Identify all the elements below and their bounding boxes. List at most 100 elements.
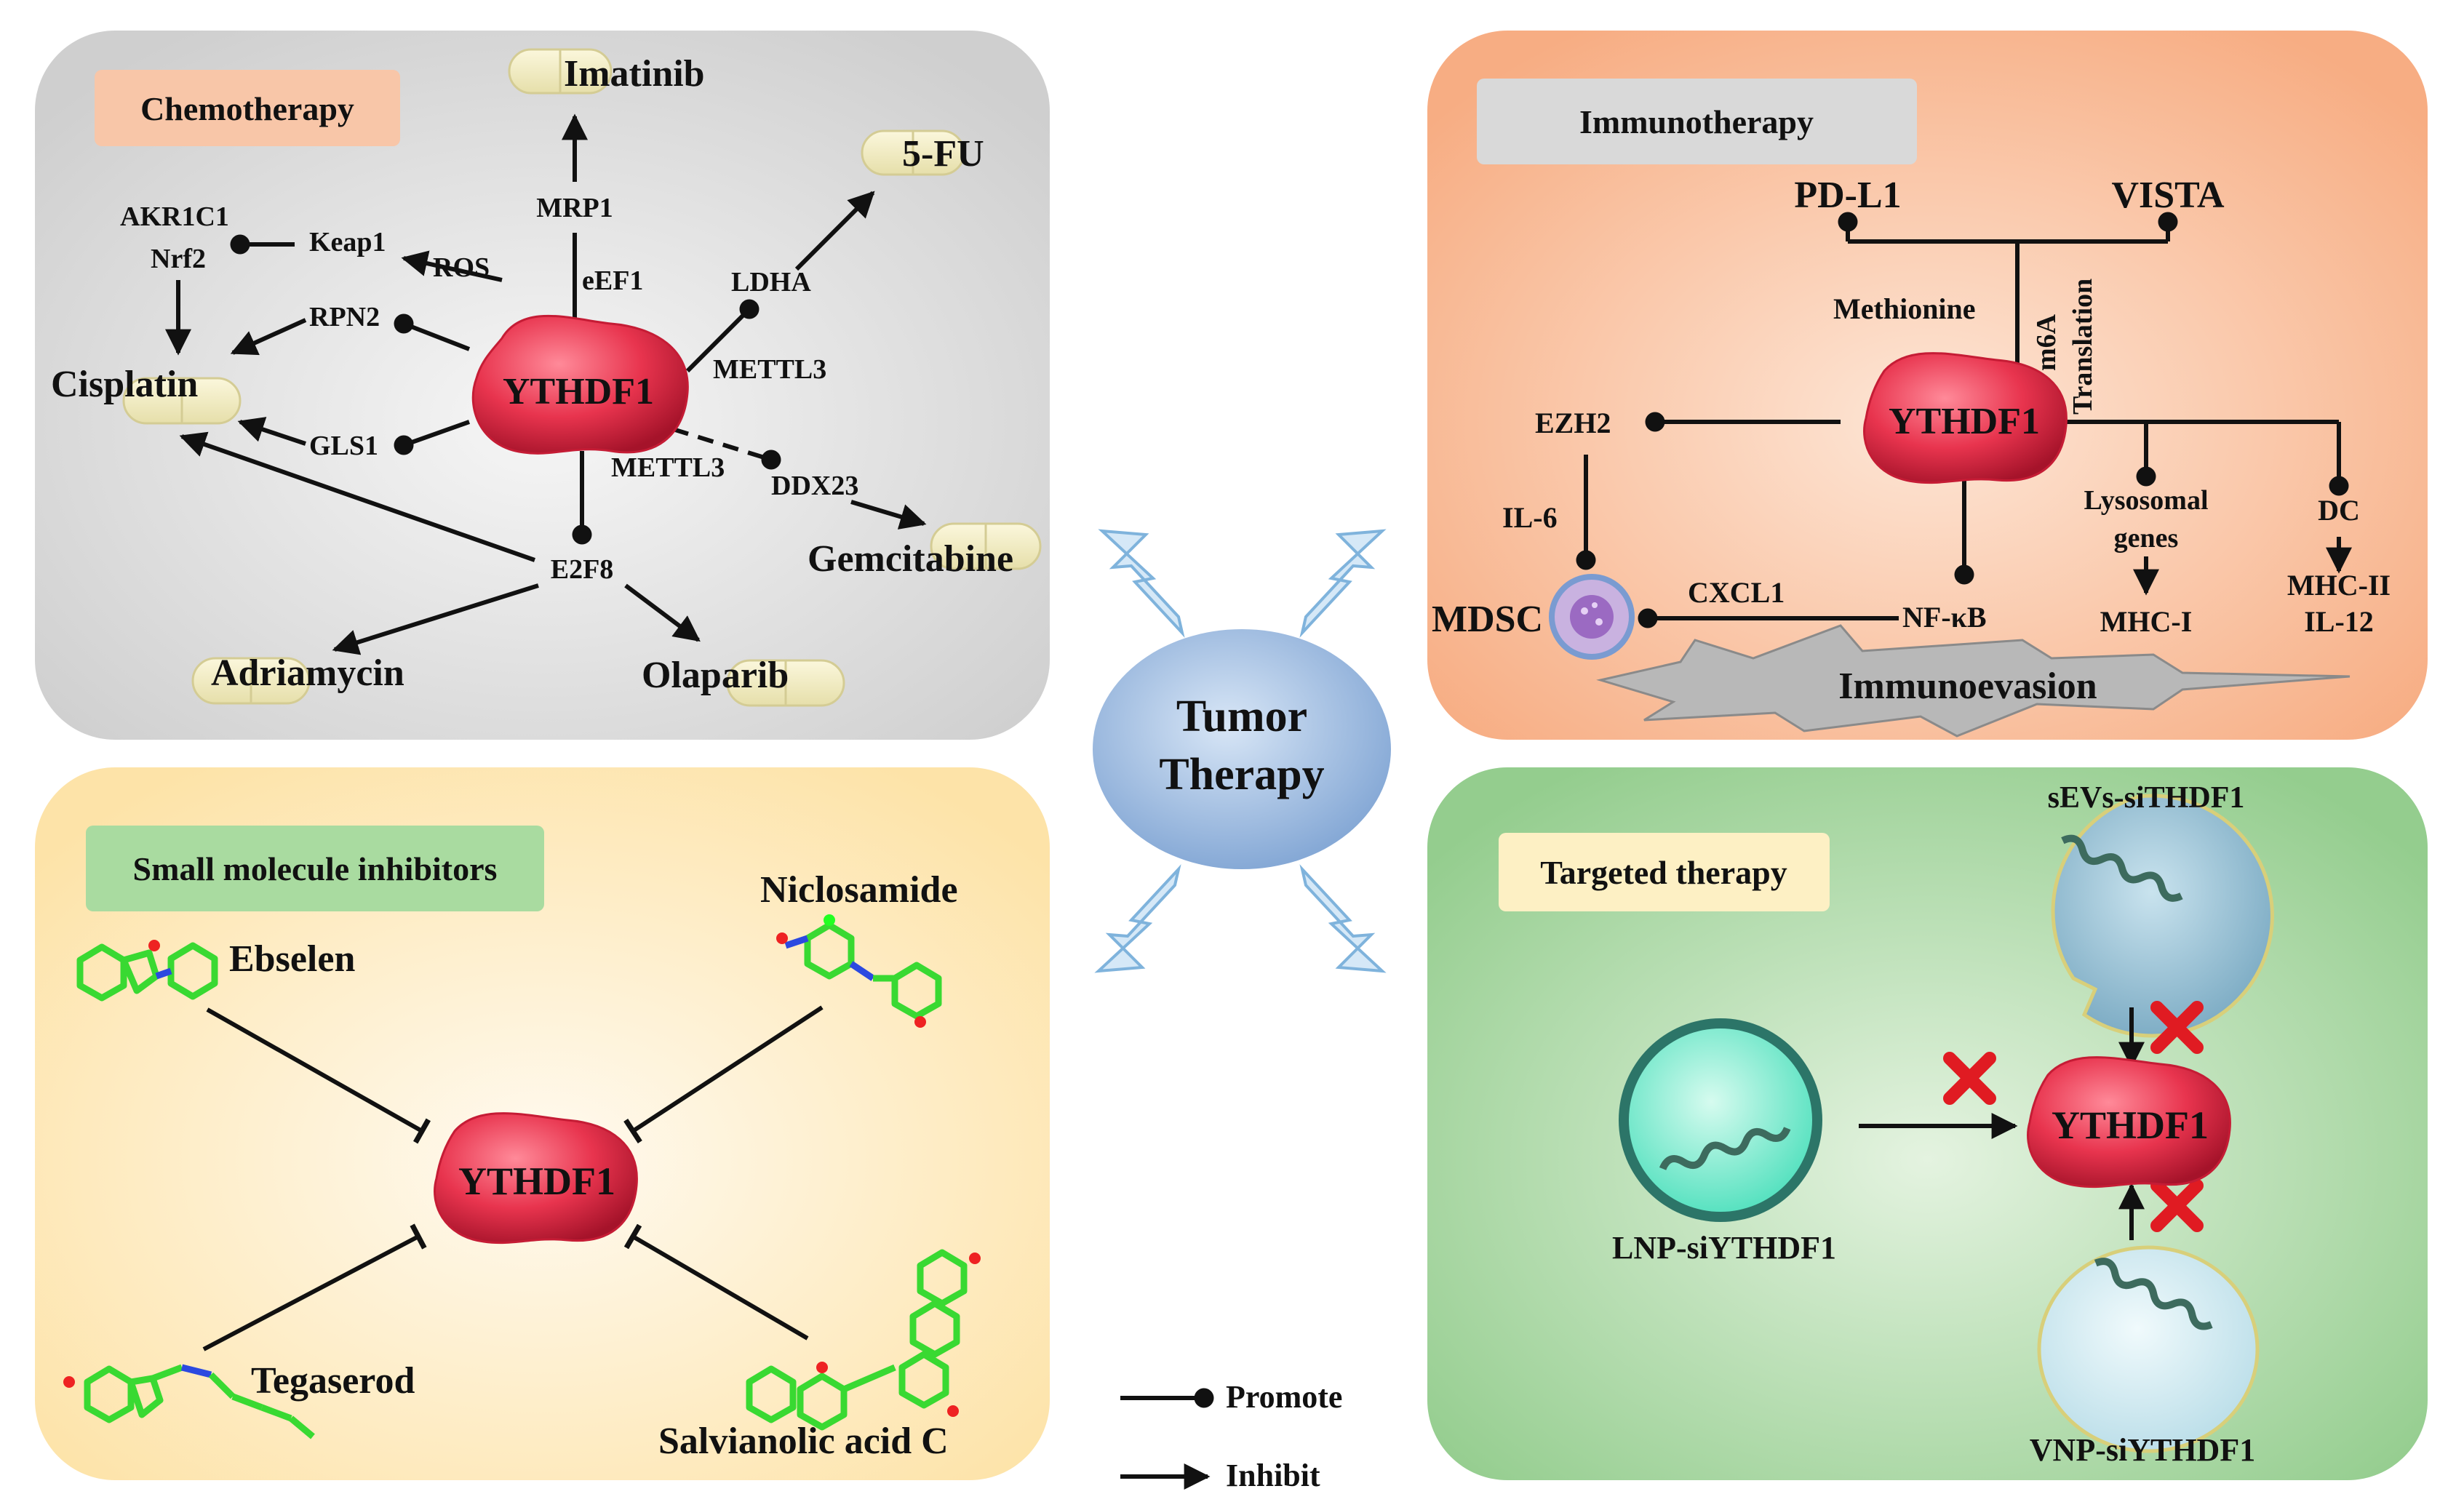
label-keap1: Keap1: [309, 227, 386, 257]
targeted-therapy-title: Targeted therapy: [1540, 854, 1787, 891]
ythdf1-label-immuno: YTHDF1: [1889, 401, 2040, 442]
ythdf1-label-targeted: YTHDF1: [2052, 1103, 2209, 1147]
label-5fu: 5-FU: [902, 133, 984, 175]
ythdf1-bean-targeted: [2027, 1056, 2231, 1189]
link-tegaserod-ythdf1: [202, 1223, 427, 1351]
link-ldha-5fu: [794, 191, 875, 271]
label-rpn2: RPN2: [309, 302, 380, 332]
link-ebselen-ythdf1: [206, 1007, 431, 1144]
label-ezh2: EZH2: [1535, 407, 1611, 439]
label-mdsc: MDSC: [1432, 599, 1543, 640]
label-mhc1: MHC-I: [2100, 605, 2193, 638]
arrow-to-immunotherapy: [1299, 529, 1387, 638]
link-ythdf1-ldha: [685, 299, 759, 373]
small-molecule-content: Small molecule inhibitors: [63, 826, 981, 1462]
link-ros-keap1: [401, 250, 503, 282]
small-molecule-title: Small molecule inhibitors: [133, 850, 498, 887]
label-dc: DC: [2318, 494, 2360, 527]
pill-icon-gemcitabine: [930, 522, 1042, 570]
immunoevasion-star: [1596, 624, 2351, 738]
label-lysosomal: Lysosomal: [2084, 485, 2208, 516]
label-gemcitabine: Gemcitabine: [808, 538, 1013, 580]
targeted-therapy-content: Targeted therapy: [1499, 781, 2274, 1468]
label-eef1: eEF1: [582, 265, 643, 296]
ebselen-molecule-icon: [76, 940, 218, 1002]
immunotherapy-title-box: [1477, 79, 1917, 164]
label-ros: ROS: [433, 252, 490, 283]
ythdf1-label-small: YTHDF1: [458, 1159, 615, 1203]
pill-icon-adriamycin: [191, 657, 311, 705]
center-label-line2: Therapy: [1159, 750, 1324, 799]
label-adriamycin: Adriamycin: [211, 652, 404, 694]
link-niclosamide-ythdf1: [623, 1005, 824, 1144]
label-nfkb: NF-κB: [1902, 601, 1987, 634]
pill-icon-imatinib: [508, 48, 613, 95]
label-mhc2: MHC-II: [2287, 569, 2391, 602]
pill-icon-5fu: [861, 129, 965, 176]
tegaserod-molecule-icon: [63, 1364, 315, 1439]
chemotherapy-title-box: [95, 70, 400, 146]
label-niclosamide: Niclosamide: [760, 869, 958, 911]
link-e2f8-adriamycin: [332, 583, 539, 655]
vnp-vesicle-icon: [2037, 1245, 2260, 1453]
lnp-vesicle-icon: [1619, 1018, 1822, 1222]
salvianolic-acid-c-molecule-icon: [746, 1249, 981, 1431]
link-e2f8-olaparib: [624, 583, 701, 642]
chemotherapy-content: Chemotherapy Y: [51, 48, 1042, 707]
chemotherapy-title: Chemotherapy: [140, 90, 354, 127]
ythdf1-bean-chemo: [471, 314, 689, 455]
arrow-to-chemotherapy: [1098, 529, 1185, 638]
label-cxcl1: CXCL1: [1688, 576, 1785, 609]
arrow-to-targeted-therapy: [1299, 864, 1387, 973]
label-olaparib: Olaparib: [642, 655, 789, 696]
label-nrf2: Nrf2: [151, 244, 206, 274]
pill-icon-olaparib: [726, 659, 845, 707]
label-gls1: GLS1: [309, 431, 378, 461]
tumor-therapy-ellipse: [1093, 629, 1391, 869]
block-icon-lnp: [1943, 1052, 1996, 1105]
mdsc-cell-icon: [1549, 574, 1635, 660]
small-molecule-title-box: [86, 826, 544, 911]
arrow-to-small-molecule: [1094, 864, 1181, 973]
label-akr1c1: AKR1C1: [120, 201, 229, 232]
label-vista: VISTA: [2111, 175, 2225, 216]
label-vnp: VNP-siYTHDF1: [2030, 1432, 2255, 1468]
link-ythdf1-ddx23: [672, 427, 781, 470]
label-sevs: sEVs-siTHDF1: [2048, 781, 2245, 815]
legend-promote-label: Promote: [1226, 1379, 1342, 1415]
link-ythdf1-gls1: [394, 420, 471, 455]
link-ythdf1-rpn2: [394, 313, 471, 351]
center-block: Tumor Therapy: [1093, 529, 1391, 973]
label-e2f8: E2F8: [551, 554, 614, 585]
immunotherapy-title: Immunotherapy: [1579, 103, 1814, 140]
label-il6: IL-6: [1502, 501, 1558, 534]
label-ddx23: DDX23: [771, 471, 858, 501]
ythdf1-bean-small: [434, 1112, 638, 1245]
label-imatinib: Imatinib: [564, 53, 705, 95]
label-ebselen: Ebselen: [229, 938, 355, 980]
center-label-line1: Tumor: [1176, 692, 1307, 741]
link-e2f8-cisplatin: [179, 431, 535, 562]
label-mettl3-a: METTL3: [713, 354, 826, 385]
block-icon-sevs: [2150, 1001, 2204, 1054]
label-genes: genes: [2114, 523, 2179, 554]
label-lnp: LNP-siYTHDF1: [1612, 1230, 1836, 1266]
niclosamide-molecule-icon: [776, 914, 942, 1028]
ythdf1-label-chemo: YTHDF1: [503, 371, 654, 412]
label-mrp1: MRP1: [536, 193, 613, 223]
label-methionine: Methionine: [1833, 292, 1976, 325]
label-translation: Translation: [2068, 279, 2098, 415]
label-m6a: m6A: [2031, 313, 2062, 371]
label-il12: IL-12: [2304, 605, 2374, 638]
pill-icon-cisplatin: [122, 377, 242, 425]
label-mettl3-b: METTL3: [611, 452, 725, 483]
immunotherapy-content: Immunotherapy Immunoevasion YTHDF1 PD-L1: [1432, 79, 2391, 738]
link-ddx23-gemcitabine: [850, 500, 927, 530]
legend-inhibit-label: Inhibit: [1226, 1458, 1320, 1493]
block-icon-vnp: [2150, 1179, 2204, 1232]
ythdf1-bean-immuno: [1863, 352, 2068, 484]
label-cisplatin: Cisplatin: [51, 364, 198, 405]
label-salvianolic-acid-c: Salvianolic acid C: [658, 1421, 949, 1462]
label-tegaserod: Tegaserod: [251, 1360, 415, 1402]
